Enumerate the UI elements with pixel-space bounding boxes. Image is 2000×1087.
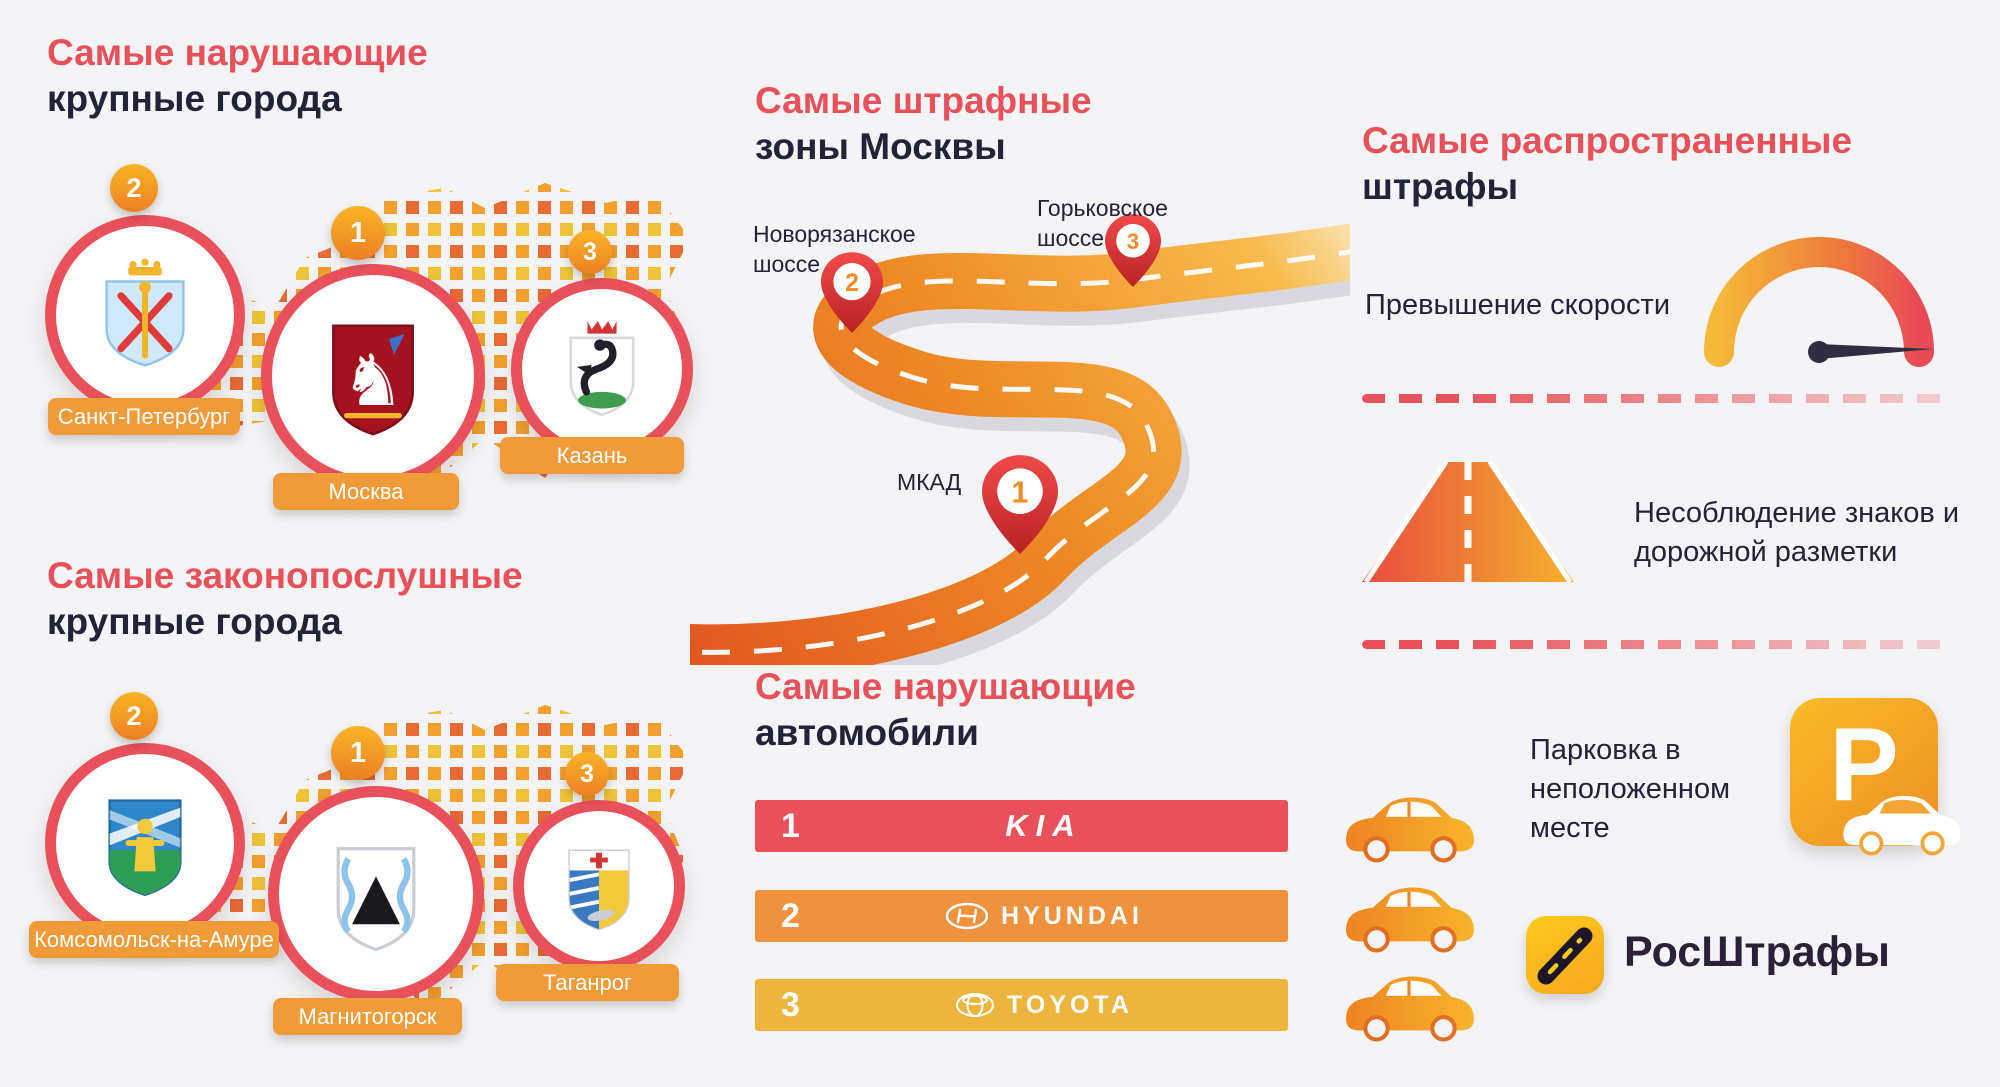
coat-of-arms-taganrog-icon xyxy=(568,849,630,931)
fine-label-speeding: Превышение скорости xyxy=(1365,289,1671,321)
dashed-divider xyxy=(1362,394,1952,403)
city-label-saint-petersburg: Санкт-Петербург xyxy=(48,398,240,435)
kia-logo: KIA xyxy=(1005,808,1083,843)
fine-label-parking: Парковка в неположенном месте xyxy=(1530,734,1731,845)
road-icon xyxy=(1362,460,1574,584)
car-icon xyxy=(1338,968,1480,1042)
pin-rank-number: 2 xyxy=(845,270,859,297)
city-circle-saint-petersburg xyxy=(45,215,245,415)
violating-cities-title: Самые нарушающие крупные города xyxy=(47,30,428,122)
dashed-divider xyxy=(1362,640,1952,649)
hyundai-logo-text: HYUNDAI xyxy=(1001,901,1143,930)
coat-of-arms-kazan-icon xyxy=(569,321,635,417)
bar-rank-number: 2 xyxy=(781,896,800,935)
zone-label-gorkovskoe: Горьковское шоссе xyxy=(1037,195,1168,251)
title-rest-line: крупные города xyxy=(47,600,342,642)
title-accent-line: Самые нарушающие xyxy=(47,32,428,73)
coat-of-arms-magnitogorsk-icon xyxy=(336,847,416,952)
lawful-cities-title: Самые законопослушные крупные города xyxy=(47,553,523,645)
city-circle-taganrog xyxy=(513,800,685,972)
pin-rank-number: 3 xyxy=(1127,229,1139,254)
bar-rank-number: 1 xyxy=(781,806,800,845)
zone-label-novoryazanskoe: Новорязанское шоссе xyxy=(753,221,916,277)
car-rank-bar-hyundai: 2 HYUNDAI xyxy=(755,890,1288,942)
rank-badge: 1 xyxy=(331,206,385,260)
winding-road-illustration xyxy=(622,215,1426,695)
city-label-moscow: Москва xyxy=(273,473,459,510)
city-circle-komsomolsk xyxy=(45,743,245,943)
car-rank-bar-toyota: 3 TOYOTA xyxy=(755,979,1288,1031)
rank-badge: 3 xyxy=(568,230,612,274)
rank-badge: 2 xyxy=(110,164,158,212)
parked-car-icon xyxy=(1836,788,1966,856)
toyota-logo-icon xyxy=(956,993,995,1017)
car-icon xyxy=(1338,879,1480,953)
moscow-zones-title: Самые штрафные зоны Москвы xyxy=(755,78,1092,170)
car-rank-bar-kia: 1 KIA xyxy=(755,800,1288,852)
title-accent-line: Самые законопослушные xyxy=(47,555,523,596)
bar-rank-number: 3 xyxy=(781,985,800,1024)
car-icon xyxy=(1338,789,1480,863)
title-rest-line: крупные города xyxy=(47,77,342,119)
title-rest-line: автомобили xyxy=(755,711,979,753)
city-label-kazan: Казань xyxy=(500,437,684,474)
rank-badge: 1 xyxy=(331,726,385,780)
map-pin-mkad: 1 xyxy=(982,455,1058,554)
city-label-komsomolsk: Комсомольск-на-Амуре xyxy=(29,921,279,958)
rosshtrafy-logo-text: РосШтрафы xyxy=(1624,928,1891,976)
city-label-taganrog: Таганрог xyxy=(496,964,679,1001)
coat-of-arms-komsomolsk-icon xyxy=(108,799,182,897)
city-circle-magnitogorsk xyxy=(268,786,484,1002)
city-circle-moscow: ♞ xyxy=(261,264,485,488)
svg-text:♞: ♞ xyxy=(341,339,405,422)
rosshtrafy-logo-icon xyxy=(1526,916,1604,994)
title-rest-line: штрафы xyxy=(1362,165,1519,207)
violating-cars-title: Самые нарушающие автомобили xyxy=(755,664,1136,756)
common-fines-title: Самые распространенные штрафы xyxy=(1362,118,1852,210)
map-pin-gorkovskoe: 3 xyxy=(1105,214,1161,287)
title-accent-line: Самые распространенные xyxy=(1362,120,1853,161)
city-circle-kazan xyxy=(511,278,693,460)
title-rest-line: зоны Москвы xyxy=(755,125,1006,167)
title-accent-line: Самые штрафные xyxy=(755,80,1092,121)
rank-badge: 2 xyxy=(110,692,158,740)
title-accent-line: Самые нарушающие xyxy=(755,666,1136,707)
city-label-magnitogorsk: Магнитогорск xyxy=(273,998,462,1035)
hyundai-logo-icon xyxy=(945,902,989,930)
pin-rank-number: 1 xyxy=(1012,476,1029,510)
zone-label-mkad: МКАД xyxy=(897,469,962,495)
coat-of-arms-moscow-icon: ♞ xyxy=(332,324,414,436)
toyota-logo-text: TOYOTA xyxy=(1007,990,1133,1019)
coat-of-arms-saint-petersburg-icon xyxy=(105,258,185,367)
speedometer-icon xyxy=(1693,230,1945,372)
map-pin-novoryazanskoe: 2 xyxy=(821,252,883,333)
fine-label-signs-markings: Несоблюдение знаков и дорожной разметки xyxy=(1634,497,1960,569)
rank-badge: 3 xyxy=(565,752,609,796)
